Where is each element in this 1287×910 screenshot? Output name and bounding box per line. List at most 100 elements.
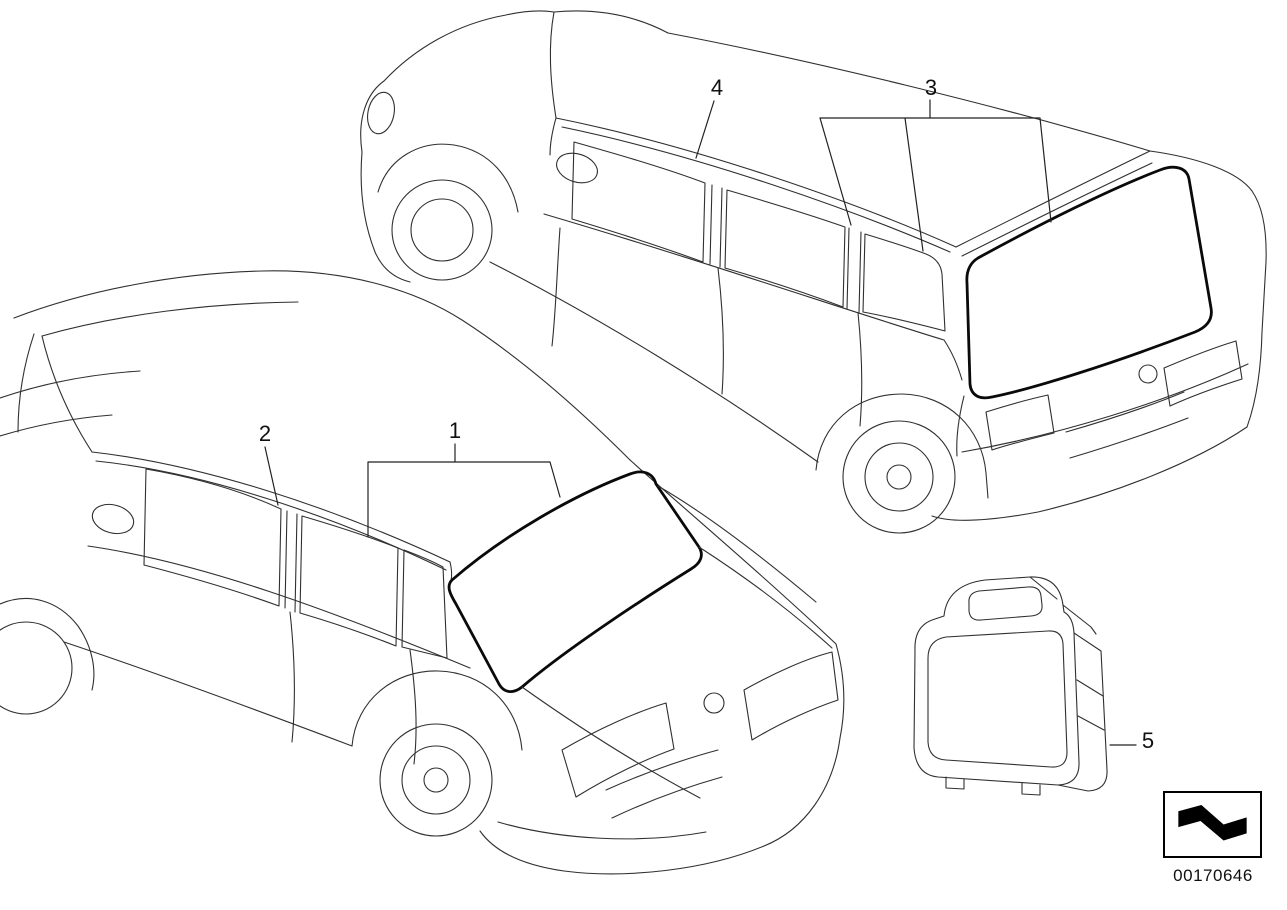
front-wheel-arch (377, 143, 519, 213)
taillight (985, 394, 1055, 451)
case-depth-edge (1029, 576, 1058, 600)
rear-wheel-arch (351, 670, 523, 751)
door-seam (409, 649, 417, 765)
side-window-rear (299, 515, 399, 647)
callout-leaders (264, 99, 1137, 746)
roof-rail (555, 117, 957, 248)
door-seam (289, 611, 296, 743)
taillight (1163, 340, 1243, 407)
part-number: 00170646 (1173, 866, 1253, 885)
rear-wheel-rim (864, 442, 934, 512)
case-side-face (1057, 632, 1108, 792)
callout-1-leader (367, 443, 561, 538)
case-rim (927, 630, 1068, 768)
rear-wheel-hub (886, 464, 912, 490)
body-line (360, 10, 555, 153)
case-depth-edge (1062, 604, 1097, 635)
case-outline (913, 576, 1080, 786)
taillight (561, 702, 675, 798)
rear-wheel (379, 723, 493, 837)
hatch-edge (956, 395, 965, 457)
beltline (87, 545, 471, 669)
headlight (367, 91, 395, 135)
a-pillar (41, 335, 93, 453)
rear-wheel (842, 420, 956, 534)
roof-rear-edge (955, 150, 1151, 248)
front-wheel-rim (410, 198, 474, 262)
cowl-line (41, 301, 299, 337)
roof-rail (561, 126, 951, 253)
beltline (543, 213, 945, 341)
callout-label-3: 3 (924, 75, 938, 100)
case-foot (945, 776, 965, 790)
roof-rail (91, 451, 451, 563)
body-side-right (1149, 150, 1267, 428)
case-handle-slot (968, 586, 1043, 621)
c-pillar (858, 231, 862, 314)
trunk-lower-edge (521, 686, 701, 799)
taillight (743, 651, 839, 741)
hood-line (0, 414, 113, 437)
b-pillar (294, 513, 298, 613)
callout-label-4: 4 (710, 75, 724, 100)
quarter-window (862, 233, 946, 332)
door-seam (857, 312, 863, 427)
side-mirror (91, 503, 135, 535)
b-pillar (709, 184, 713, 265)
body-line (553, 10, 669, 34)
side-window-front (143, 468, 282, 607)
license-line (611, 776, 723, 819)
folded-arrow-shape (1178, 804, 1247, 841)
roof-rail (95, 460, 447, 571)
rear-bumper-bottom (931, 426, 1248, 521)
case-side-rib (1077, 715, 1105, 731)
callout-label-1: 1 (448, 418, 462, 443)
parts-logo-icon (1178, 804, 1247, 841)
suv-rear-window-glass (965, 165, 1213, 400)
body-side-right (763, 643, 845, 847)
fender-line (17, 333, 35, 433)
trunk-seam (698, 546, 833, 649)
trunk-far-edge (629, 459, 837, 645)
front-wheel (0, 621, 73, 715)
callout-3-leader (819, 99, 1052, 252)
rear-bumper-bottom (479, 830, 765, 875)
brand-roundel (703, 692, 725, 714)
front-bumper-edge (360, 151, 411, 283)
front-wheel-arch (0, 597, 95, 691)
windshield-edge (549, 11, 557, 119)
bumper-top (497, 821, 707, 840)
quarter-window (401, 549, 448, 659)
film-kit-case-drawing (913, 576, 1108, 796)
case-side-rib (1076, 679, 1104, 697)
parts-logo (1163, 791, 1262, 858)
suv-rear-three-quarter-drawing (360, 10, 1267, 534)
license-line (1065, 391, 1185, 433)
side-mirror (556, 152, 598, 184)
rocker-line (63, 641, 353, 747)
far-roofline (13, 270, 631, 461)
hood-line (0, 370, 141, 399)
front-wheel (391, 179, 493, 281)
rear-wheel-arch (815, 393, 987, 474)
far-roofline (667, 32, 1151, 152)
sedan-rear-window-glass (447, 470, 703, 693)
rear-wheel-rim (401, 745, 471, 815)
sedan-rear-three-quarter-drawing (0, 270, 845, 875)
rocker-line (489, 261, 819, 463)
a-pillar (549, 117, 557, 156)
c-pillar (449, 561, 453, 582)
body-line (985, 472, 989, 499)
spoiler-line (961, 162, 1153, 257)
callout-label-5: 5 (1141, 728, 1155, 753)
license-line (1069, 417, 1189, 459)
side-window-front (571, 141, 706, 263)
callout-2-leader (264, 446, 279, 506)
door-seam (551, 227, 561, 347)
b-pillar (284, 510, 288, 609)
rear-bumper-top (961, 363, 1249, 453)
side-window-rear (724, 189, 846, 308)
callout-4-leader (695, 100, 715, 159)
